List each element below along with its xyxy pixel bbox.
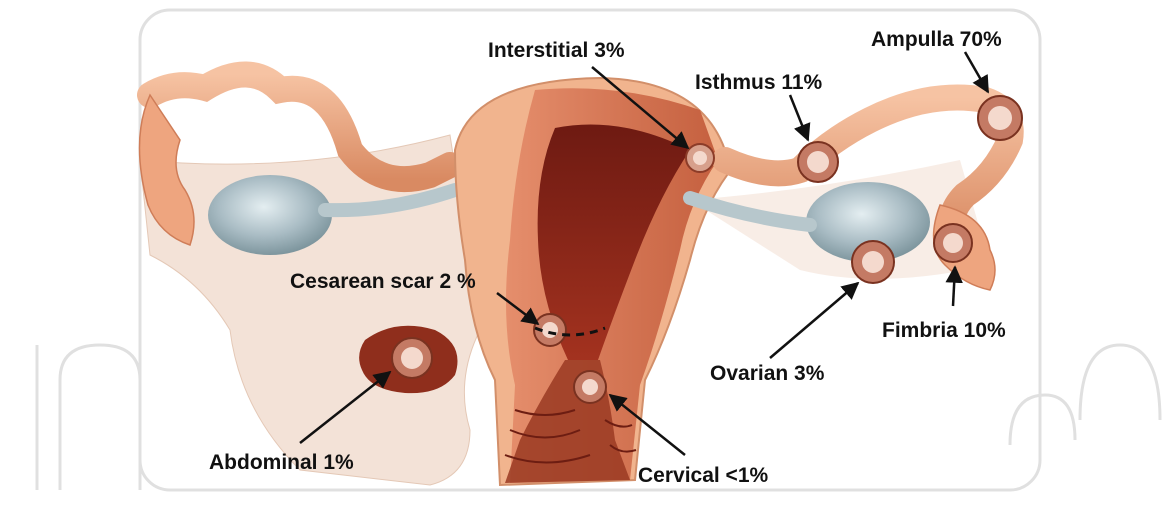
label-abdominal: Abdominal 1% bbox=[209, 451, 354, 474]
label-interstitial: Interstitial 3% bbox=[488, 39, 625, 62]
left-ovary bbox=[208, 175, 332, 255]
label-cervical: Cervical <1% bbox=[638, 464, 769, 487]
gestational-sac-icon bbox=[359, 326, 457, 393]
gestational-sac-icon bbox=[978, 96, 1022, 140]
gestational-sac-icon bbox=[852, 241, 894, 283]
label-cesarean-scar: Cesarean scar 2 % bbox=[290, 270, 476, 293]
gestational-sac-icon bbox=[574, 371, 606, 403]
gestational-sac-icon bbox=[686, 144, 714, 172]
label-ovarian: Ovarian 3% bbox=[710, 362, 825, 385]
label-isthmus: Isthmus 11% bbox=[695, 71, 823, 94]
gestational-sac-icon bbox=[798, 142, 838, 182]
label-ampulla: Ampulla 70% bbox=[871, 28, 1002, 51]
label-fimbria: Fimbria 10% bbox=[882, 319, 1006, 342]
gestational-sac-icon bbox=[934, 224, 972, 262]
